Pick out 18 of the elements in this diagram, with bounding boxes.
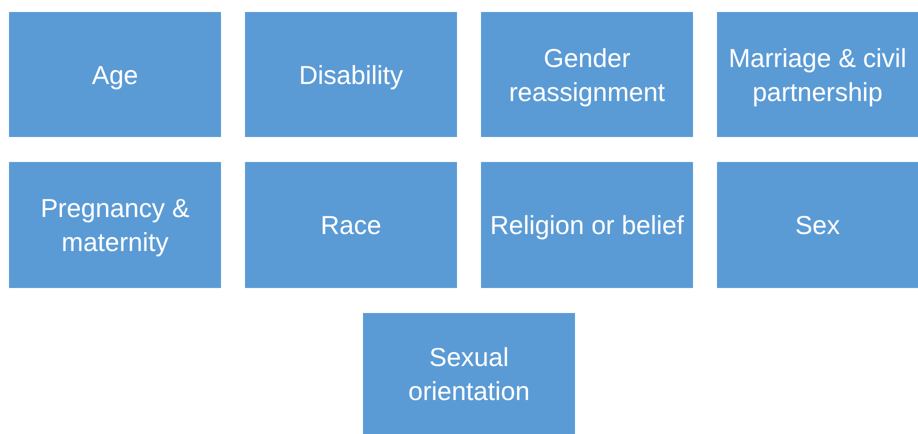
category-box bbox=[717, 162, 918, 288]
category-box bbox=[363, 313, 575, 434]
category-box bbox=[717, 12, 918, 137]
category-label: Sexual orientation bbox=[407, 340, 531, 408]
category-label: Pregnancy & maternity bbox=[40, 192, 190, 259]
category-box bbox=[9, 12, 221, 137]
category-label: Race bbox=[320, 209, 382, 242]
category-label: Marriage & civil partnership bbox=[728, 42, 908, 108]
category-box bbox=[245, 162, 457, 288]
category-box bbox=[245, 12, 457, 137]
category-box bbox=[9, 162, 221, 288]
category-label: Sex bbox=[795, 209, 840, 242]
category-box bbox=[481, 12, 693, 137]
category-box bbox=[481, 162, 693, 288]
category-label: Gender reassignment bbox=[508, 42, 666, 108]
category-label: Disability bbox=[298, 58, 404, 92]
category-label: Age bbox=[92, 58, 138, 92]
category-label: Religion or belief bbox=[490, 209, 684, 242]
